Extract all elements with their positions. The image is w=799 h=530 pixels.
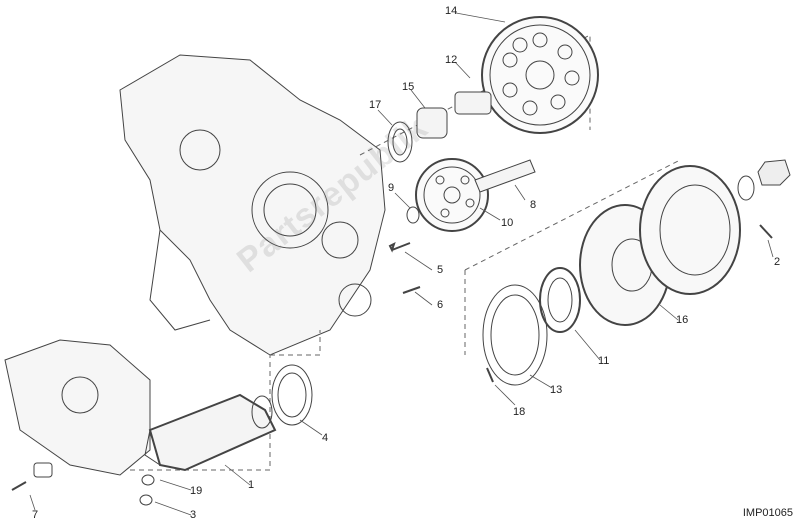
small-crankcase-outline — [4, 339, 151, 476]
callout-19: 19 — [190, 485, 203, 497]
callout-3: 3 — [190, 509, 197, 521]
crankcase-bore — [251, 171, 329, 249]
callout-7: 7 — [32, 509, 39, 521]
washer — [387, 121, 413, 163]
callout-9: 9 — [388, 182, 395, 194]
callout-14: 14 — [445, 5, 458, 17]
callout-11: 11 — [598, 355, 610, 367]
callout-15: 15 — [402, 81, 415, 93]
callout-5: 5 — [437, 264, 444, 276]
spacer — [33, 462, 53, 478]
bushing — [454, 91, 492, 115]
drawing-code: IMP01065 — [742, 507, 793, 519]
callout-16: 16 — [676, 314, 689, 326]
bearing-ring — [416, 107, 448, 139]
nut — [757, 159, 791, 186]
callout-4: 4 — [322, 432, 329, 444]
callout-8: 8 — [530, 199, 537, 211]
washer-3 — [139, 494, 153, 506]
one-way-clutch — [539, 267, 581, 333]
idler-gear — [415, 158, 489, 232]
callout-13: 13 — [550, 384, 563, 396]
starter-gasket — [271, 364, 313, 426]
screw-5 — [388, 242, 411, 253]
washer-19 — [141, 474, 155, 486]
callout-10: 10 — [501, 217, 514, 229]
gear-shaft — [474, 159, 536, 193]
screw-18 — [486, 367, 494, 383]
callout-17: 17 — [369, 99, 382, 111]
callout-6: 6 — [437, 299, 444, 311]
screw-7 — [11, 481, 27, 491]
callout-18: 18 — [513, 406, 526, 418]
screw-2 — [759, 224, 773, 239]
small-washer — [406, 206, 420, 224]
callout-1: 1 — [248, 479, 255, 491]
cover-gasket — [482, 284, 548, 386]
starter-motor — [144, 393, 277, 472]
starter-clutch-housing — [579, 165, 741, 326]
callout-12: 12 — [445, 54, 458, 66]
starter-gear — [481, 16, 599, 134]
washer-top-right — [737, 175, 755, 201]
screw-6 — [402, 286, 421, 294]
callout-2: 2 — [774, 256, 781, 268]
